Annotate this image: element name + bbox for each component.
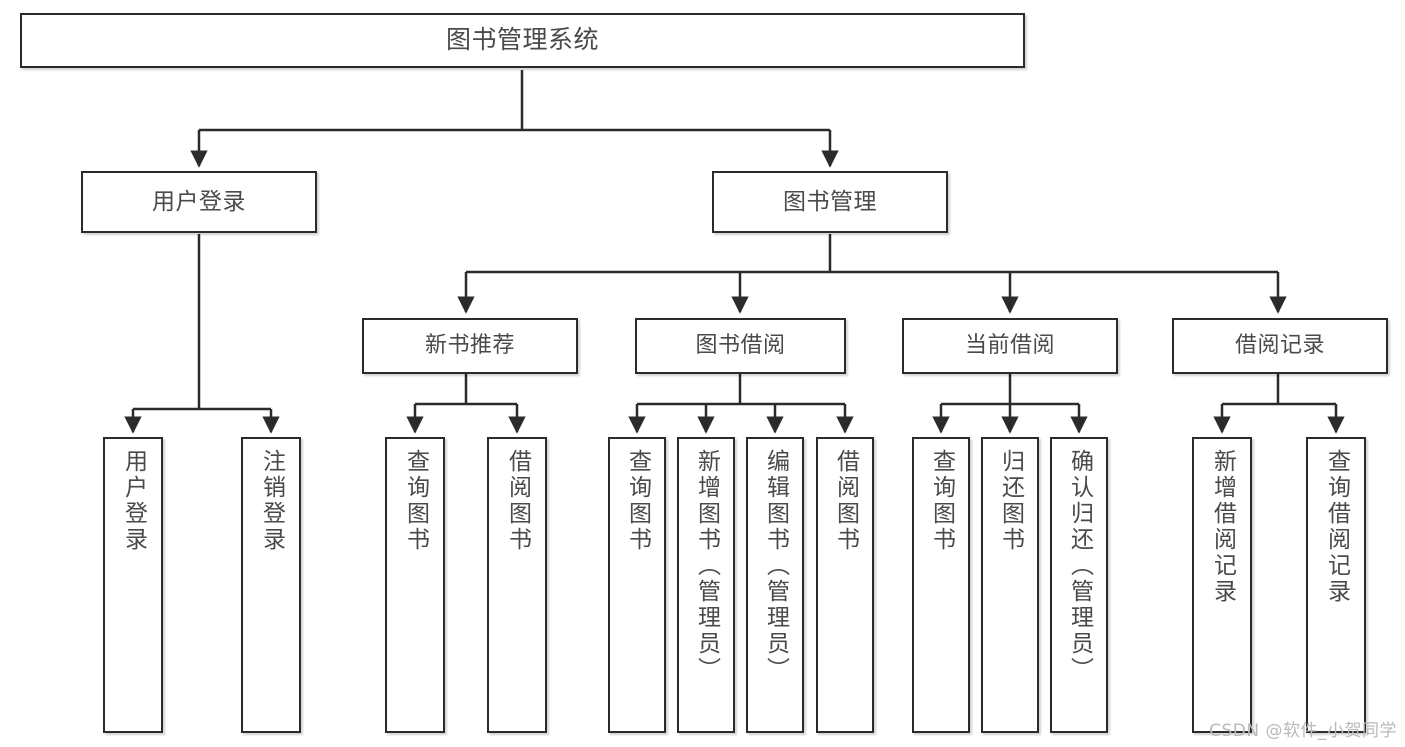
node-user-login-label: 用户登录 [152,188,246,215]
leaf-user-login-logout-label: 注销登录 [258,449,285,553]
leaf-new-book-query-label: 查询图书 [402,449,429,553]
csdn-watermark: CSDN @软件_小贺同学 [1209,721,1397,741]
node-borrow-record-label: 借阅记录 [1234,332,1325,358]
leaf-user-login-logout[interactable]: 注销登录 [241,437,301,733]
node-current-borrow-label: 当前借阅 [964,332,1055,358]
leaf-borrow-record-add-label: 新增借阅记录 [1209,449,1236,605]
leaf-current-borrow-return[interactable]: 归还图书 [981,437,1039,733]
leaf-book-borrow-edit-label: 编辑图书（管理员） [762,449,789,683]
leaf-new-book-query[interactable]: 查询图书 [385,437,445,733]
node-borrow-record[interactable]: 借阅记录 [1172,318,1388,374]
leaf-borrow-record-add[interactable]: 新增借阅记录 [1192,437,1252,733]
leaf-borrow-record-query-label: 查询借阅记录 [1323,449,1350,605]
leaf-book-borrow-lend[interactable]: 借阅图书 [816,437,874,733]
leaf-current-borrow-query[interactable]: 查询图书 [912,437,970,733]
leaf-borrow-record-query[interactable]: 查询借阅记录 [1306,437,1366,733]
node-book-management[interactable]: 图书管理 [712,171,948,233]
leaf-book-borrow-query[interactable]: 查询图书 [608,437,666,733]
leaf-new-book-borrow[interactable]: 借阅图书 [487,437,547,733]
node-root-system[interactable]: 图书管理系统 [20,13,1025,68]
leaf-current-borrow-query-label: 查询图书 [928,449,955,553]
node-new-book-recommend-label: 新书推荐 [424,332,515,358]
leaf-current-borrow-return-label: 归还图书 [997,449,1024,553]
node-book-management-label: 图书管理 [783,188,877,215]
node-current-borrow[interactable]: 当前借阅 [902,318,1118,374]
leaf-current-borrow-confirm-label: 确认归还（管理员） [1066,449,1093,683]
node-book-borrow[interactable]: 图书借阅 [635,318,846,374]
node-new-book-recommend[interactable]: 新书推荐 [362,318,578,374]
leaf-user-login-signin[interactable]: 用户登录 [103,437,163,733]
leaf-current-borrow-confirm[interactable]: 确认归还（管理员） [1050,437,1108,733]
leaf-book-borrow-add[interactable]: 新增图书（管理员） [677,437,735,733]
leaf-new-book-borrow-label: 借阅图书 [504,449,531,553]
leaf-book-borrow-add-label: 新增图书（管理员） [693,449,720,683]
leaf-book-borrow-query-label: 查询图书 [624,449,651,553]
leaf-user-login-signin-label: 用户登录 [120,449,147,553]
node-user-login[interactable]: 用户登录 [81,171,317,233]
node-book-borrow-label: 图书借阅 [695,332,786,358]
leaf-book-borrow-edit[interactable]: 编辑图书（管理员） [746,437,804,733]
leaf-book-borrow-lend-label: 借阅图书 [832,449,859,553]
node-root-system-label: 图书管理系统 [445,25,599,55]
